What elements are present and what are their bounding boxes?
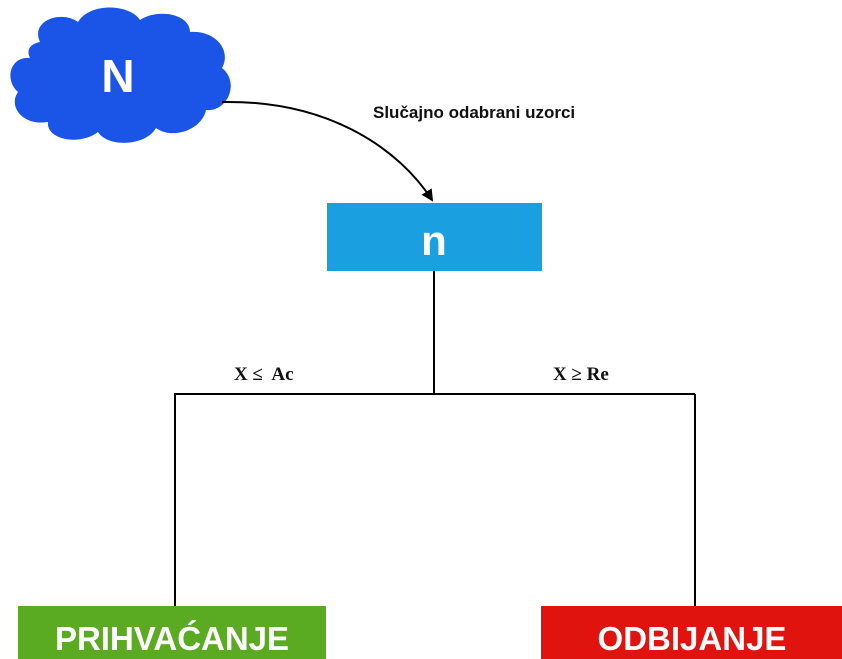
left-condition-label: X ≤ Ac (234, 364, 294, 385)
cloud-shape (10, 7, 231, 143)
reject-label: ODBIJANJE (598, 620, 787, 657)
sample-label: n (421, 217, 447, 264)
population-cloud: N (10, 7, 231, 143)
arrow-label: Slučajno odabrani uzorci (373, 103, 575, 122)
right-condition-label: X ≥ Re (553, 364, 609, 385)
accept-box (18, 606, 326, 659)
accept-label: PRIHVAĆANJE (55, 620, 289, 657)
sample-box (327, 203, 542, 271)
population-label: N (101, 50, 134, 102)
sampling-arrow (221, 100, 434, 202)
reject-box (541, 606, 842, 659)
